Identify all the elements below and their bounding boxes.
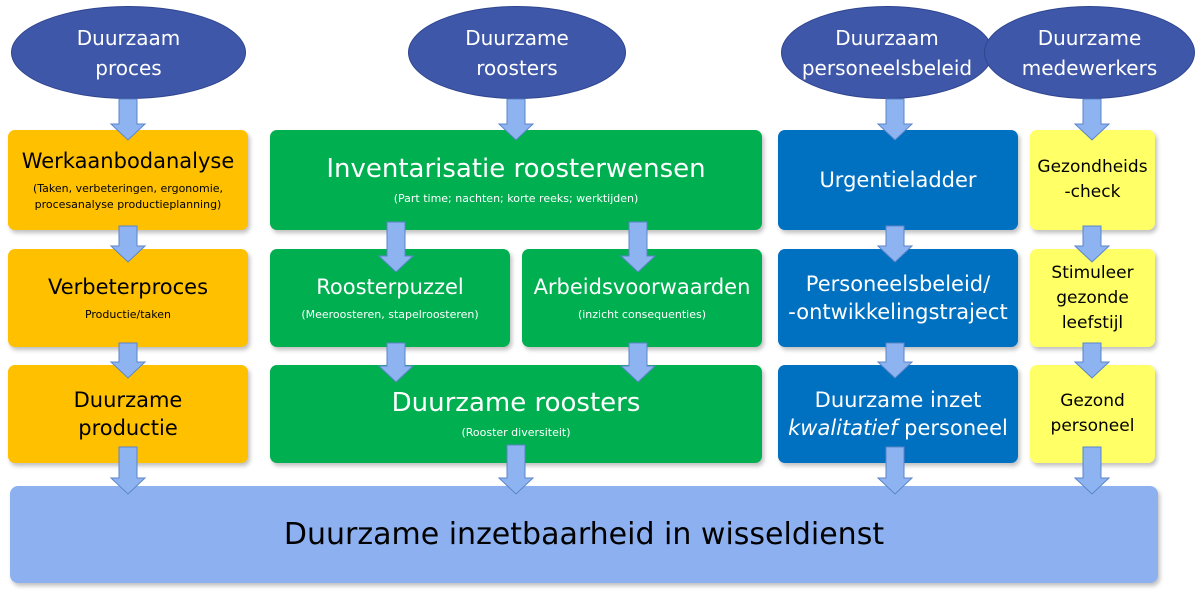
box-title-line1: Stimuleer	[1051, 262, 1134, 283]
box-gezond-personeel: Gezond personeel	[1030, 365, 1155, 463]
pillar-duurzaam-proces: Duurzaam proces	[11, 6, 246, 99]
box-title-line2: productie	[78, 416, 178, 440]
box-title-line1: Duurzame	[73, 388, 183, 412]
pillar-line2: roosters	[476, 55, 558, 80]
box-title-line2: -ontwikkelingstraject	[788, 300, 1008, 324]
bottom-bar: Duurzame inzetbaarheid in wisseldienst	[10, 486, 1158, 583]
box-title: Verbeterproces	[47, 275, 209, 299]
pillar-line2: personeelsbeleid	[801, 55, 973, 80]
box-title-line1: Personeelsbeleid/	[805, 272, 991, 296]
pillar-line1: Duurzame	[465, 25, 569, 50]
rest-words: personeel	[897, 416, 1008, 440]
box-title: Arbeidsvoorwaarden	[533, 275, 751, 299]
box-werkaanbodanalyse: Werkaanbodanalyse (Taken, verbeteringen,…	[8, 130, 248, 230]
pillar-line2: medewerkers	[1021, 55, 1158, 80]
box-duurzame-inzet: Duurzame inzet kwalitatief personeel	[778, 365, 1018, 463]
pillar-line1: Duurzame	[1037, 25, 1142, 50]
box-inventarisatie-roosterwensen: Inventarisatie roosterwensen (Part time;…	[270, 130, 762, 230]
box-subtitle: (Taken, verbeteringen, ergonomie, proces…	[33, 181, 223, 213]
box-title-line2: gezonde	[1056, 287, 1129, 308]
pillar-duurzame-roosters: Duurzame roosters	[408, 6, 626, 99]
italic-word: kwalitatief	[788, 416, 898, 440]
box-duurzame-productie: Duurzame productie	[8, 365, 248, 463]
box-subtitle: (inzicht consequenties)	[577, 308, 707, 321]
box-title-line2: personeel	[1050, 416, 1135, 436]
box-roosterpuzzel: Roosterpuzzel (Meeroosteren, stapelroost…	[270, 249, 510, 347]
box-subtitle: (Part time; nachten; korte reeks; werkti…	[393, 192, 639, 205]
pillar-duurzaam-personeelsbeleid: Duurzaam personeelsbeleid	[781, 6, 993, 99]
box-subtitle-line2: procesanalyse productieplanning)	[34, 198, 222, 211]
box-gezondheidscheck: Gezondheids -check	[1030, 130, 1155, 230]
box-title: Urgentieladder	[819, 168, 977, 192]
pillar-line2: proces	[95, 55, 162, 80]
box-verbeterproces: Verbeterproces Productie/taken	[8, 249, 248, 347]
box-title: Werkaanbodanalyse	[21, 149, 235, 173]
box-subtitle: (Meeroosteren, stapelroosteren)	[301, 308, 479, 321]
box-subtitle: Productie/taken	[84, 308, 172, 321]
pillar-line1: Duurzaam	[76, 25, 181, 50]
box-title-line2: kwalitatief personeel	[788, 414, 1008, 442]
box-subtitle-line1: (Taken, verbeteringen, ergonomie,	[32, 182, 224, 195]
box-title-line1: Duurzame inzet	[814, 388, 982, 412]
box-stimuleer-leefstijl: Stimuleer gezonde leefstijl	[1030, 249, 1155, 347]
box-title-line1: Gezondheids	[1037, 157, 1148, 177]
box-personeelsbeleid: Personeelsbeleid/ -ontwikkelingstraject	[778, 249, 1018, 347]
box-title-line2: -check	[1064, 182, 1121, 202]
box-arbeidsvoorwaarden: Arbeidsvoorwaarden (inzicht consequentie…	[522, 249, 762, 347]
box-title-line3: leefstijl	[1061, 312, 1124, 333]
pillar-duurzame-medewerkers: Duurzame medewerkers	[984, 6, 1195, 99]
box-title-line1: Gezond	[1060, 391, 1125, 411]
box-subtitle: (Rooster diversiteit)	[461, 426, 571, 439]
box-urgentieladder: Urgentieladder	[778, 130, 1018, 230]
box-title: Duurzame roosters	[391, 388, 641, 418]
pillar-line1: Duurzaam	[835, 25, 939, 50]
box-title: Roosterpuzzel	[316, 275, 464, 299]
box-duurzame-roosters: Duurzame roosters (Rooster diversiteit)	[270, 365, 762, 463]
bottom-title: Duurzame inzetbaarheid in wisseldienst	[283, 517, 885, 552]
box-title: Inventarisatie roosterwensen	[326, 154, 706, 184]
